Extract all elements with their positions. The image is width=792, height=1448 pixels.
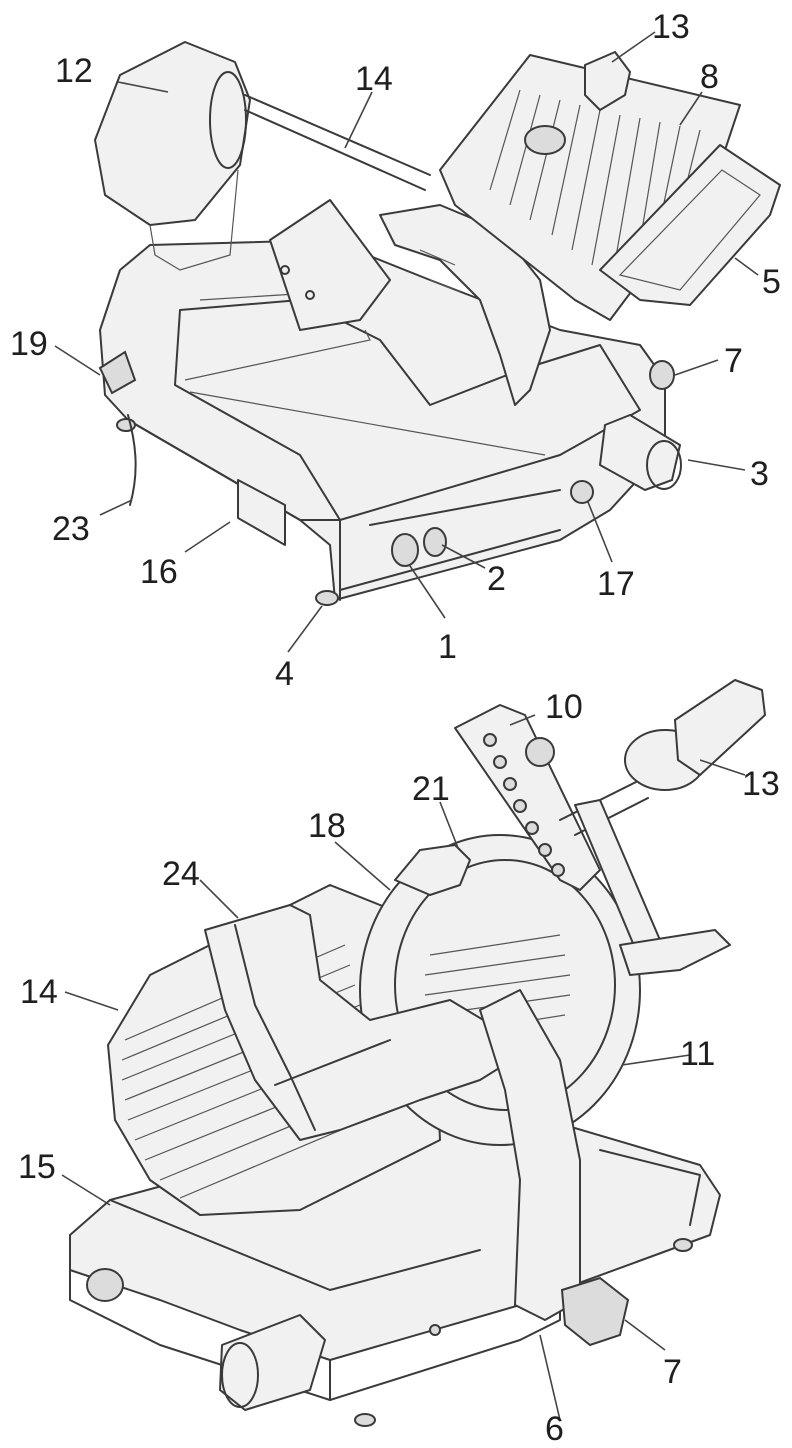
callout-top-1: 1	[438, 628, 457, 666]
top-knob-19	[98, 350, 137, 395]
top-switch-1	[391, 533, 419, 567]
top-foot	[315, 590, 339, 606]
callout-bottom-7: 7	[663, 1353, 682, 1391]
callout-top-13: 13	[652, 8, 690, 46]
callout-bottom-21: 21	[412, 770, 450, 808]
callout-bottom-18: 18	[308, 807, 346, 845]
top-leaders	[54, 31, 759, 653]
top-switch-2	[423, 527, 447, 557]
callout-bottom-15: 15	[18, 1148, 56, 1186]
callout-top-4: 4	[275, 655, 294, 693]
callout-top-16: 16	[140, 553, 178, 591]
top-knob-3	[599, 414, 681, 491]
top-end-plate	[599, 144, 781, 306]
bottom-knob-left	[219, 1314, 326, 1411]
callout-bottom-13: 13	[742, 765, 780, 803]
callout-top-23: 23	[52, 510, 90, 548]
bottom-slicer-drawing	[69, 679, 766, 1427]
bottom-top-fitting	[394, 844, 471, 896]
bottom-arm	[479, 989, 581, 1321]
callout-bottom-10: 10	[545, 688, 583, 726]
bottom-labels: 10 13 21 18 24 14 11 15 7 6	[18, 688, 780, 1448]
callout-top-19: 19	[10, 325, 48, 363]
top-belt	[244, 94, 431, 176]
callout-bottom-6: 6	[545, 1410, 564, 1448]
bottom-knob-7	[560, 1276, 630, 1347]
callout-top-14: 14	[355, 60, 393, 98]
callout-top-5: 5	[762, 263, 781, 301]
top-slicer-drawing	[94, 41, 781, 606]
top-handle	[584, 51, 631, 111]
bottom-leaders	[61, 714, 746, 1421]
callout-top-8: 8	[700, 58, 719, 96]
top-labels: 12 14 13 8 5 19 7 3 23 16 2 17 1 4	[10, 8, 781, 693]
bottom-handle-grip	[674, 679, 766, 776]
callout-bottom-11: 11	[680, 1035, 715, 1073]
callout-top-17: 17	[597, 565, 635, 603]
top-knob-7	[649, 360, 675, 390]
top-cable	[127, 414, 137, 506]
callout-bottom-24: 24	[162, 855, 200, 893]
callout-top-3: 3	[750, 455, 769, 493]
top-label-plate	[237, 479, 286, 546]
bottom-sharpener	[454, 704, 601, 891]
bottom-sharpener-dots	[483, 733, 565, 877]
callout-bottom-14: 14	[20, 973, 58, 1011]
callout-top-2: 2	[487, 560, 506, 598]
top-port-17	[570, 480, 594, 504]
top-motor	[94, 41, 251, 226]
callout-top-7: 7	[724, 342, 743, 380]
callout-top-12: 12	[55, 52, 93, 90]
